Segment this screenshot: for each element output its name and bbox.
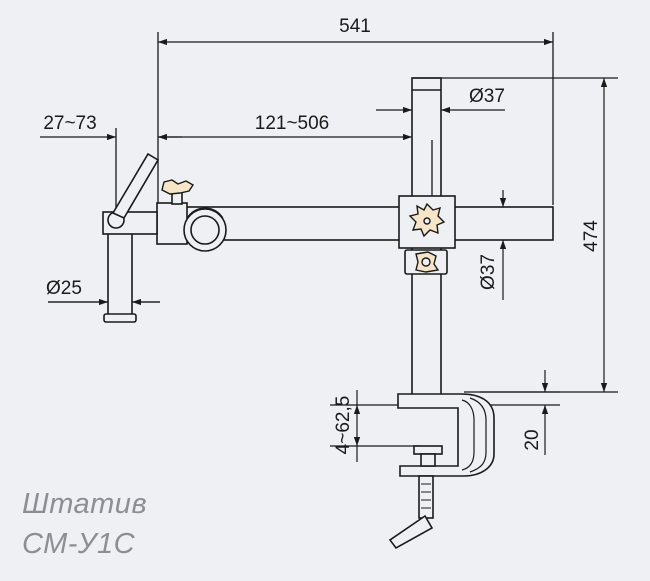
dim-post-diameter-label: Ø37 xyxy=(469,86,505,107)
dim-height-label: 474 xyxy=(581,220,602,252)
holder-rod-foot xyxy=(103,313,137,323)
dim-overall-width-label: 541 xyxy=(339,16,371,37)
table-clamp xyxy=(397,393,495,477)
clamp-screw-pad xyxy=(413,445,443,455)
dim-clamp-thickness-label: 20 xyxy=(522,429,543,450)
caption-model: СМ-У1С xyxy=(22,528,136,560)
dim-holder-offset-label: 27~73 xyxy=(43,113,96,134)
clamp-handle xyxy=(388,514,434,550)
dim-clamp-range-label: 4~62,5 xyxy=(333,396,354,455)
tilt-handle xyxy=(111,152,160,220)
clamp-screw xyxy=(418,475,434,519)
dim-arm-diameter-label: Ø37 xyxy=(478,254,499,290)
dim-arm-reach-label: 121~506 xyxy=(255,113,330,134)
holder-knob-icon xyxy=(161,179,194,195)
dim-holder-diameter-label: Ø25 xyxy=(46,278,82,299)
holder-rod xyxy=(107,227,133,317)
holder-clamp-body xyxy=(156,202,188,245)
caption-title: Штатив xyxy=(22,488,148,520)
